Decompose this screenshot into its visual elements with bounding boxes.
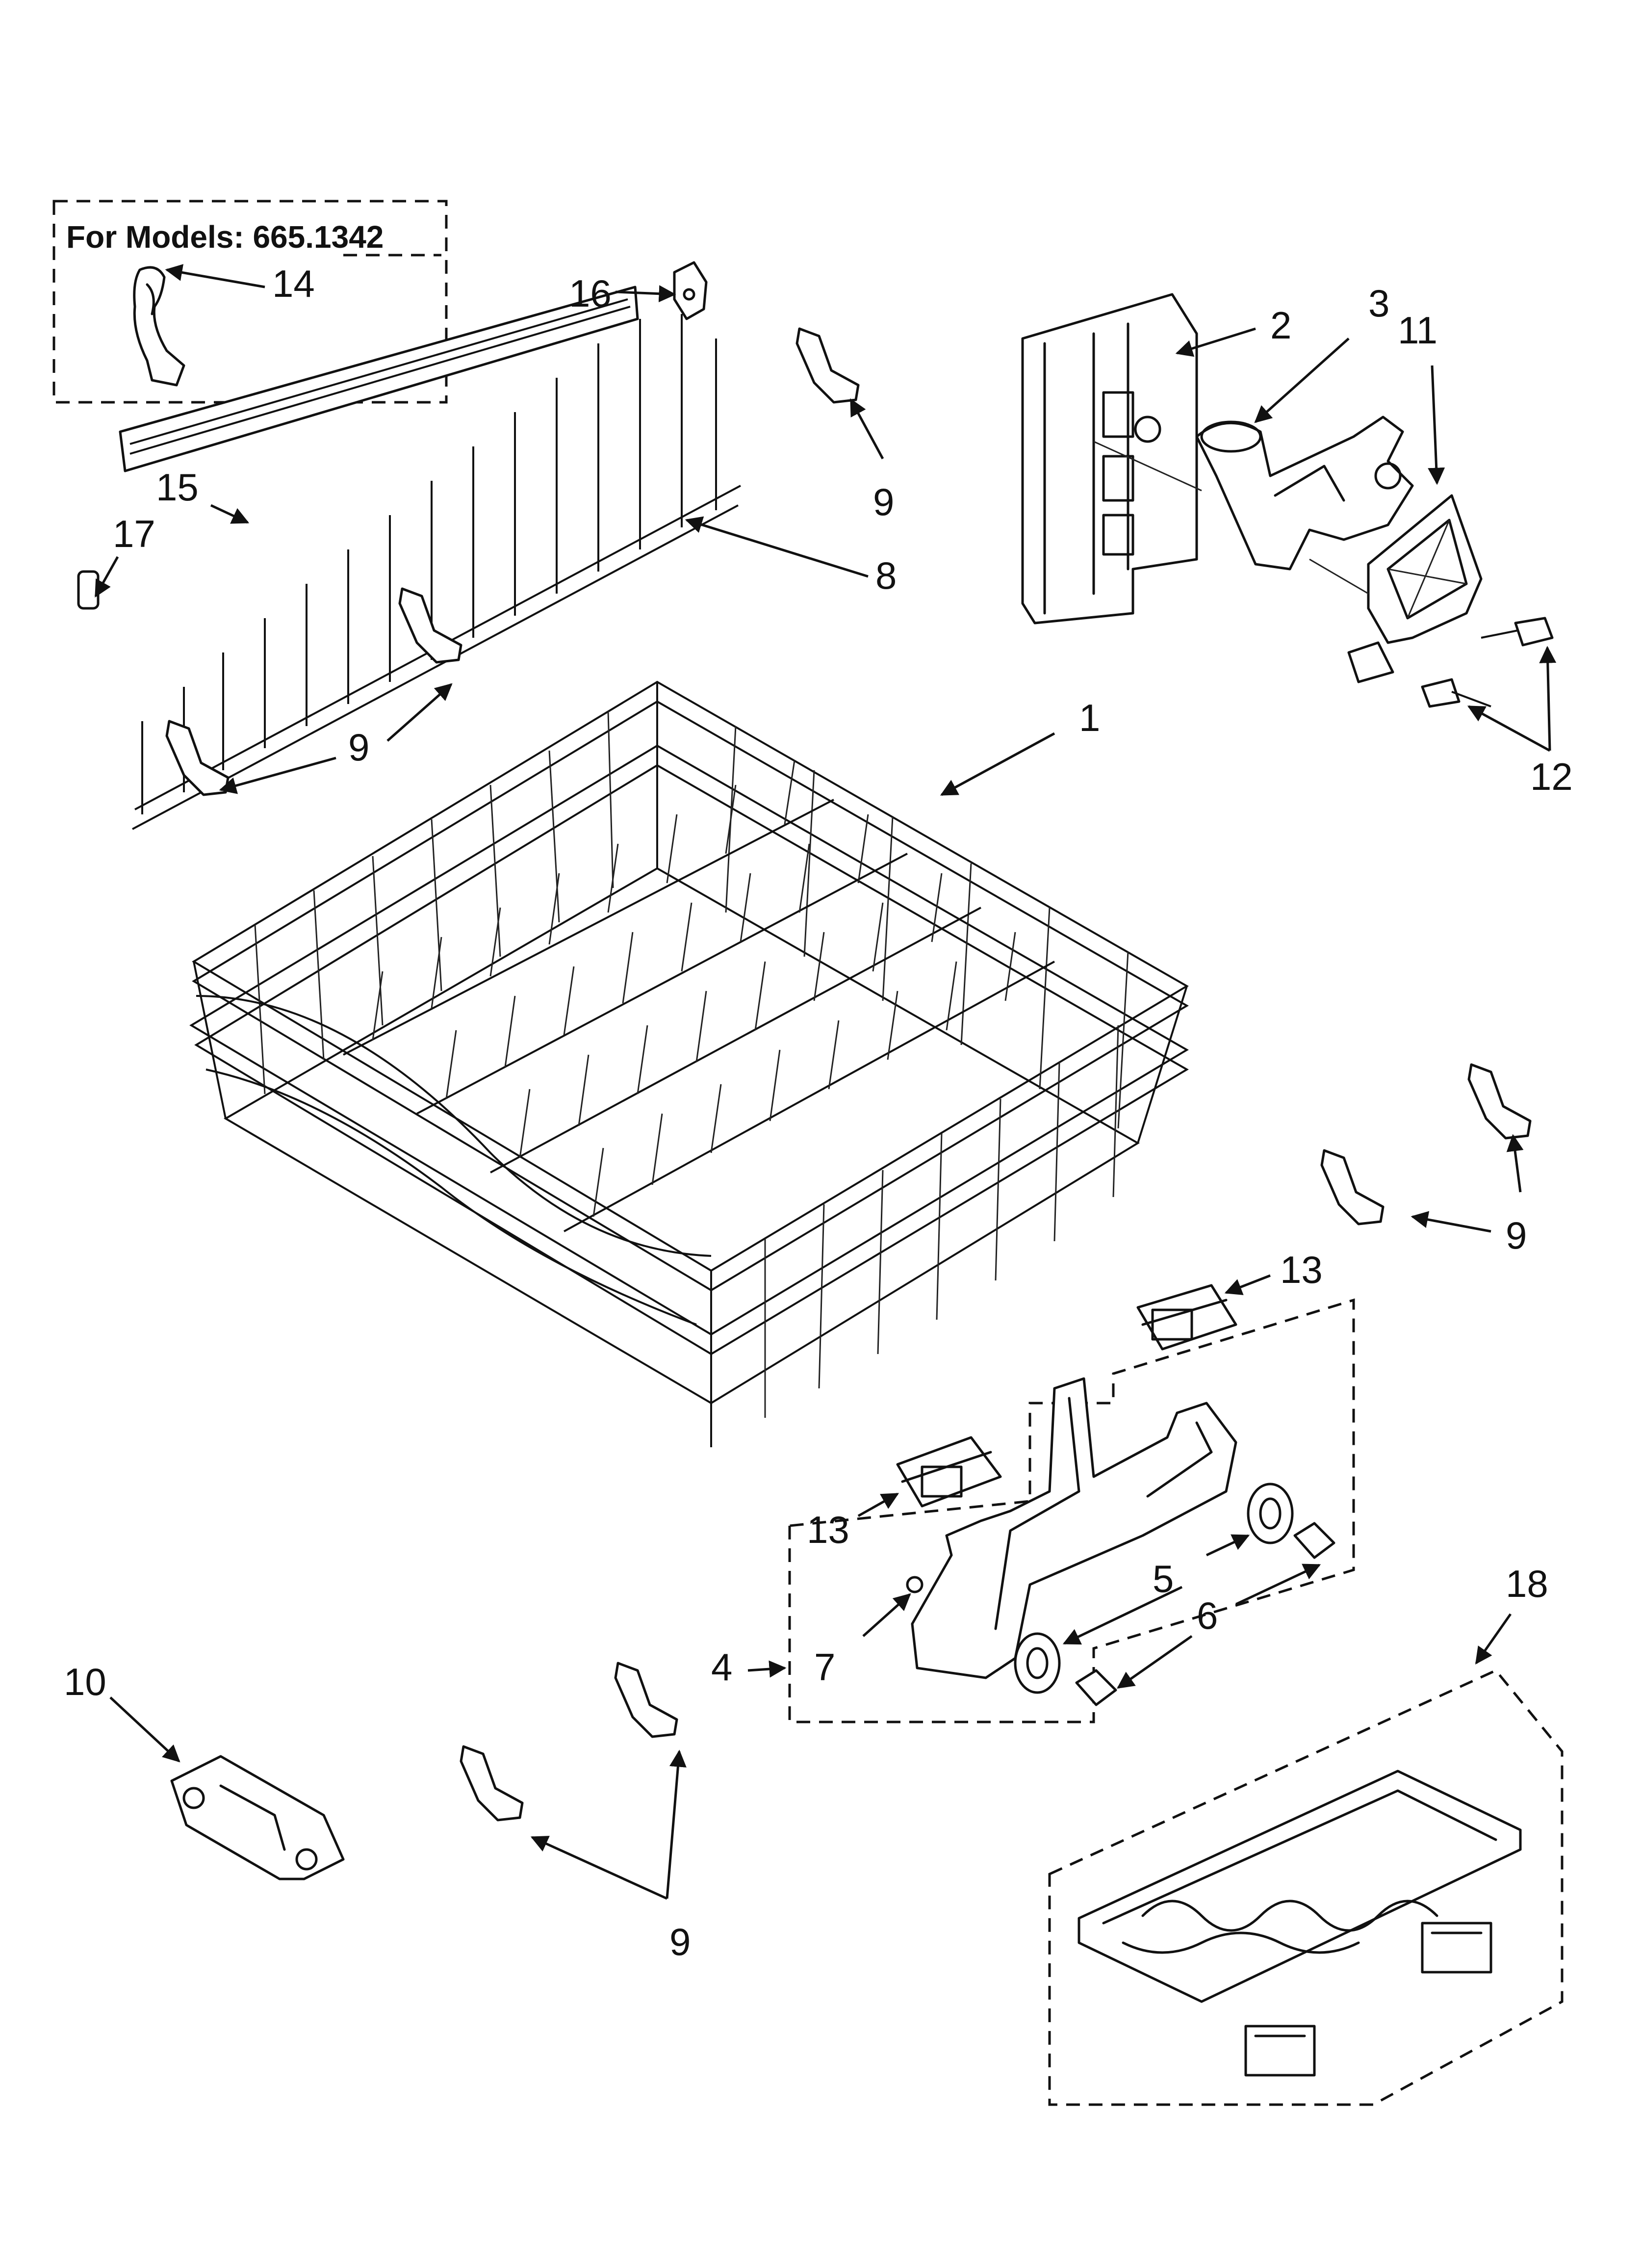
- callout-13-top: 13: [1280, 1248, 1323, 1291]
- part-12-screw-b: [1421, 678, 1491, 708]
- callout-18: 18: [1506, 1562, 1548, 1605]
- part-6-axle-right: [1293, 1522, 1335, 1559]
- callout-2: 2: [1270, 304, 1291, 347]
- callout-7: 7: [814, 1645, 835, 1689]
- callout-6-a: 6: [1197, 1594, 1218, 1637]
- part-12-screw-a: [1481, 617, 1554, 647]
- part-10-bracket: [170, 1755, 345, 1880]
- part-13-slide-top: [1136, 1284, 1237, 1351]
- callout-9-row: 9: [348, 726, 369, 769]
- callout-5: 5: [1153, 1557, 1174, 1600]
- callout-13-left: 13: [807, 1508, 849, 1551]
- callout-3: 3: [1368, 282, 1389, 325]
- callout-15: 15: [156, 466, 199, 509]
- models-label: For Models: 665.1342: [66, 219, 384, 255]
- part-4-adjuster-group: [788, 1298, 1355, 1723]
- part-8-tine-row: [132, 314, 741, 830]
- callout-8: 8: [875, 554, 897, 597]
- callout-4: 4: [711, 1645, 732, 1689]
- part-9-clip-a: [165, 720, 230, 796]
- callout-9-bottom: 9: [669, 1920, 691, 1963]
- part-1-upper-rack: [189, 680, 1189, 1447]
- callout-14: 14: [272, 262, 315, 305]
- part-9-clip-top: [795, 327, 860, 404]
- callout-16: 16: [569, 272, 612, 315]
- part-15-rail: [119, 286, 639, 472]
- callout-17: 17: [113, 512, 155, 555]
- part-5-wheel-left: [1014, 1632, 1061, 1694]
- part-6-axle-left: [1075, 1669, 1117, 1706]
- part-9-clip-bottom-a: [614, 1662, 678, 1738]
- part-14-clip: [133, 266, 185, 387]
- callout-9-right: 9: [1506, 1214, 1527, 1257]
- callout-11: 11: [1398, 309, 1437, 352]
- part-9-clip-bottom-b: [460, 1745, 524, 1822]
- part-17-end-cap: [77, 570, 100, 610]
- callout-12: 12: [1530, 755, 1573, 798]
- part-2-adjuster-housing: [1021, 293, 1202, 625]
- part-9-clip-right-b: [1320, 1149, 1385, 1225]
- part-11-cover: [1309, 494, 1483, 683]
- callout-9-top: 9: [873, 480, 894, 523]
- part-16-clip: [673, 261, 708, 320]
- callout-10: 10: [64, 1660, 106, 1703]
- part-18-tray-group: [1048, 1668, 1564, 2106]
- part-13-slide-left: [896, 1436, 1002, 1508]
- part-9-clip-b: [398, 587, 462, 664]
- part-3-actuator: [1195, 416, 1414, 571]
- part-7-pin: [906, 1576, 924, 1593]
- part-9-clip-right-a: [1467, 1063, 1532, 1140]
- models-box: For Models: 665.1342 14: [52, 200, 448, 404]
- callout-1: 1: [1079, 696, 1100, 739]
- part-5-wheel-right: [1247, 1483, 1294, 1544]
